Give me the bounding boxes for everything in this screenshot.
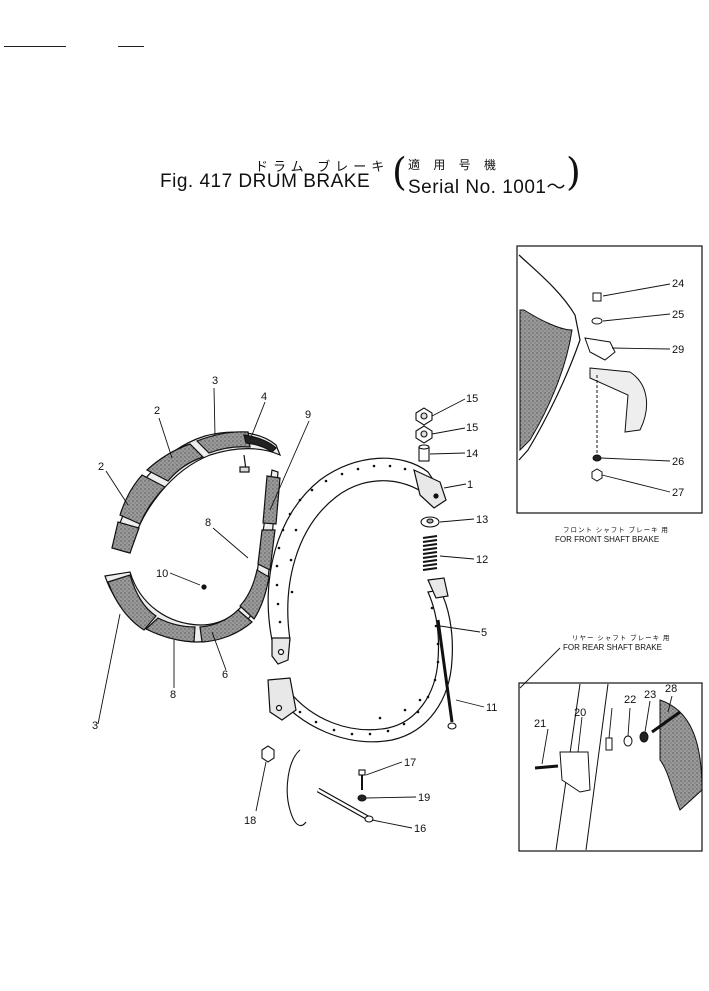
callout-19: 19	[418, 792, 430, 804]
callout-2-top: 2	[154, 405, 160, 417]
callout-3-top: 3	[212, 375, 218, 387]
callout-10: 10	[156, 568, 168, 580]
callout-28: 27	[672, 487, 684, 499]
paren-close: )	[566, 150, 581, 194]
callout-labels: 3 2 2 4 9 8 10 3 8 6 1 15 15 14 13 12 5 …	[92, 278, 684, 835]
callout-9: 9	[305, 409, 311, 421]
callout-21: 21	[534, 718, 546, 730]
callout-24: 28	[665, 683, 677, 695]
callout-15-upper: 15	[466, 393, 478, 405]
lining-pad-c	[145, 443, 205, 482]
callout-8-lower: 8	[170, 689, 176, 701]
callout-13: 13	[476, 514, 488, 526]
callout-22: 22	[624, 694, 636, 706]
front-inset-caption: FOR FRONT SHAFT BRAKE	[555, 535, 659, 544]
lower-brake-band	[267, 577, 453, 743]
lining-lower-e	[257, 529, 276, 571]
callout-27: 26	[672, 456, 684, 468]
lining-lower-a	[107, 574, 157, 631]
callout-20: 20	[574, 707, 586, 719]
header-rule-right	[118, 46, 144, 47]
title-japanese: ドラム ブレーキ	[255, 159, 390, 174]
rear-inset-caption-jp: リヤー シャフト ブレーキ 用	[572, 633, 670, 642]
lining-lower-f	[262, 475, 281, 525]
callout-4: 4	[261, 391, 267, 403]
callout-16: 16	[414, 823, 426, 835]
upper-brake-band	[267, 457, 447, 665]
figure-title: Fig. 417 DRUM BRAKE	[160, 171, 371, 192]
lining-lower-c	[199, 609, 253, 643]
callout-18: 18	[244, 815, 256, 827]
callout-11: 11	[486, 702, 497, 714]
leader-lines	[97, 283, 673, 829]
callout-25: 24	[672, 278, 684, 290]
callout-3-bottom: 3	[92, 720, 98, 732]
callout-26: 25	[672, 309, 684, 321]
callout-1: 1	[467, 479, 473, 491]
rear-inset-caption: FOR REAR SHAFT BRAKE	[563, 643, 662, 652]
lining-lower-b	[144, 617, 196, 643]
lower-brake-shoe	[104, 469, 281, 643]
front-shaft-inset	[516, 245, 703, 514]
header-rule-left	[4, 46, 66, 47]
paren-open: (	[392, 150, 407, 194]
callout-8-upper: 8	[205, 517, 211, 529]
upper-brake-shoe	[111, 431, 282, 554]
adjuster-stack	[415, 407, 457, 730]
callout-15-lower: 15	[466, 422, 478, 434]
callout-23: 23	[644, 689, 656, 701]
callout-17: 17	[404, 757, 416, 769]
callout-5: 5	[481, 627, 487, 639]
callout-14: 14	[466, 448, 478, 460]
callout-6: 6	[222, 669, 228, 681]
bottom-link-assembly	[261, 745, 374, 827]
serial-number: Serial No. 1001～	[408, 177, 566, 198]
front-inset-caption-jp: フロント シャフト ブレーキ 用	[563, 525, 669, 534]
callout-2-left: 2	[98, 461, 104, 473]
callout-29: 29	[672, 344, 684, 356]
lining-pad-a	[111, 521, 140, 554]
callout-12: 12	[476, 554, 488, 566]
serial-japanese: 適 用 号 機	[408, 158, 502, 172]
rear-shaft-inset	[518, 682, 703, 852]
lining-pad-b	[119, 474, 167, 525]
